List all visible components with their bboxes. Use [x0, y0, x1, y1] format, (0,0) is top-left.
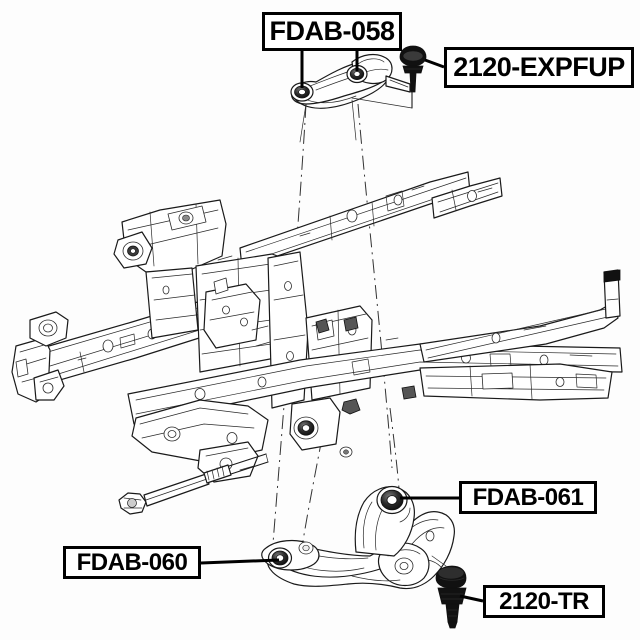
upper-ball-joint-part — [351, 45, 427, 109]
part-label-2120-expfup[interactable]: 2120-EXPFUP — [444, 47, 634, 88]
leader-tr — [459, 594, 484, 603]
lower-arm-front-bushing — [261, 539, 320, 571]
part-label-fdab-060[interactable]: FDAB-060 — [63, 546, 201, 579]
through-bolt-part — [118, 453, 269, 515]
part-label-fdab-061[interactable]: FDAB-061 — [459, 481, 597, 514]
upper-control-arm — [290, 53, 411, 143]
lower-arm-rear-bushing — [376, 485, 408, 515]
lower-control-arm — [261, 485, 455, 590]
leader-fdab060 — [200, 558, 280, 565]
leader-lines — [200, 51, 484, 603]
leader-expfup — [424, 58, 445, 69]
part-label-fdab-058[interactable]: FDAB-058 — [262, 12, 402, 51]
vehicle-subframe — [11, 171, 623, 483]
lower-ball-joint-part — [431, 555, 467, 629]
upper-arm-front-bushing — [290, 82, 314, 102]
part-label-2120-tr[interactable]: 2120-TR — [483, 585, 605, 618]
